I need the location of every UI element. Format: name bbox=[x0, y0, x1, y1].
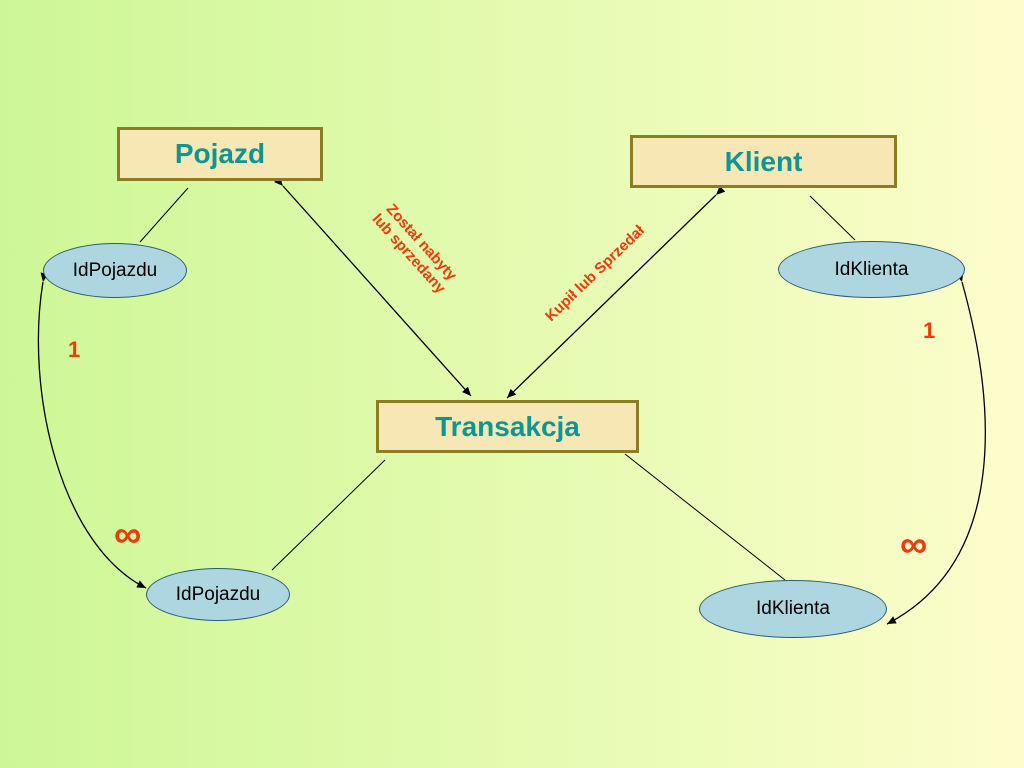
attribute-pojazd-idpojazdu-label: IdPojazdu bbox=[72, 259, 158, 281]
entity-klient-label: Klient bbox=[724, 145, 803, 177]
entity-pojazd-label: Pojazd bbox=[174, 138, 266, 169]
connector-pojazd-idpojazdu bbox=[139, 187, 189, 243]
arrow-pojazd-transakcja bbox=[274, 176, 472, 397]
attribute-transakcja-idklienta-label: IdKlienta bbox=[756, 598, 830, 619]
cardinality-klient-many: ∞ bbox=[900, 524, 928, 566]
entity-klient: Klient bbox=[630, 135, 897, 188]
attribute-klient-idklienta: IdKlienta bbox=[778, 241, 965, 298]
cardinality-pojazd-many: ∞ bbox=[114, 514, 142, 556]
connector-transakcja-idklienta bbox=[624, 453, 786, 581]
attribute-klient-idklienta-label: IdKlienta bbox=[834, 258, 909, 280]
arrow-idklienta-link bbox=[886, 272, 986, 625]
connector-klient-idklienta bbox=[809, 195, 856, 241]
entity-pojazd: Pojazd bbox=[117, 127, 323, 181]
attribute-transakcja-idpojazdu: IdPojazdu bbox=[146, 568, 290, 621]
attribute-transakcja-idpojazdu-label: IdPojazdu bbox=[175, 583, 261, 605]
entity-transakcja-label: Transakcja bbox=[435, 410, 580, 442]
attribute-transakcja-idklienta: IdKlienta bbox=[699, 580, 887, 638]
connector-transakcja-idpojazdu bbox=[271, 459, 386, 571]
attribute-pojazd-idpojazdu: IdPojazdu bbox=[43, 243, 187, 298]
entity-transakcja: Transakcja bbox=[376, 400, 639, 453]
arrow-idpojazdu-link bbox=[37, 272, 147, 589]
arrow-klient-transakcja bbox=[506, 185, 726, 399]
cardinality-klient-one: 1 bbox=[923, 318, 936, 343]
cardinality-pojazd-one: 1 bbox=[68, 337, 81, 362]
